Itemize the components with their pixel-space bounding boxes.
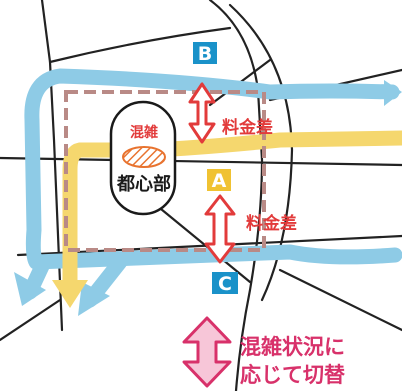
route-badge-c: C xyxy=(212,272,238,295)
road-left-bottom xyxy=(0,298,62,342)
road-center-spoke xyxy=(148,198,252,284)
fee-arrow-lower xyxy=(204,194,236,264)
road-upper-horizontal xyxy=(48,26,232,64)
yellow-arrowhead xyxy=(52,280,88,308)
route-badge-b: B xyxy=(193,42,217,65)
road-top-arc xyxy=(208,0,264,391)
fee-difference-lower: 料金差 xyxy=(246,213,297,234)
switch-note-line1: 混雑状況に xyxy=(240,335,345,359)
downtown-core: 混雑 都心部 xyxy=(109,100,177,216)
switch-note-line2: 応じて切替 xyxy=(240,363,345,387)
blue-arrowhead-mid xyxy=(78,282,110,316)
fee-difference-upper: 料金差 xyxy=(222,117,273,138)
blue-arrowhead-left xyxy=(14,272,46,306)
congestion-label: 混雑 xyxy=(130,124,158,141)
svg-text:C: C xyxy=(218,273,232,295)
route-badge-a: A xyxy=(207,169,231,192)
road-top-left xyxy=(40,0,64,332)
cordon-boundary xyxy=(64,90,266,252)
route-b-c-circuit xyxy=(14,68,402,316)
road-right-curve xyxy=(228,3,294,302)
blue-arrowhead-right xyxy=(384,80,402,106)
road-right-branch-low xyxy=(278,268,402,332)
road-mid-horizontal xyxy=(0,156,402,167)
svg-text:B: B xyxy=(198,43,212,65)
switch-arrow xyxy=(182,316,232,388)
blue-route-outer xyxy=(24,68,402,270)
core-name-label: 都心部 xyxy=(116,173,171,195)
fee-arrow-upper xyxy=(188,82,216,144)
congestion-hatch-icon xyxy=(122,146,166,168)
svg-text:A: A xyxy=(212,170,227,192)
